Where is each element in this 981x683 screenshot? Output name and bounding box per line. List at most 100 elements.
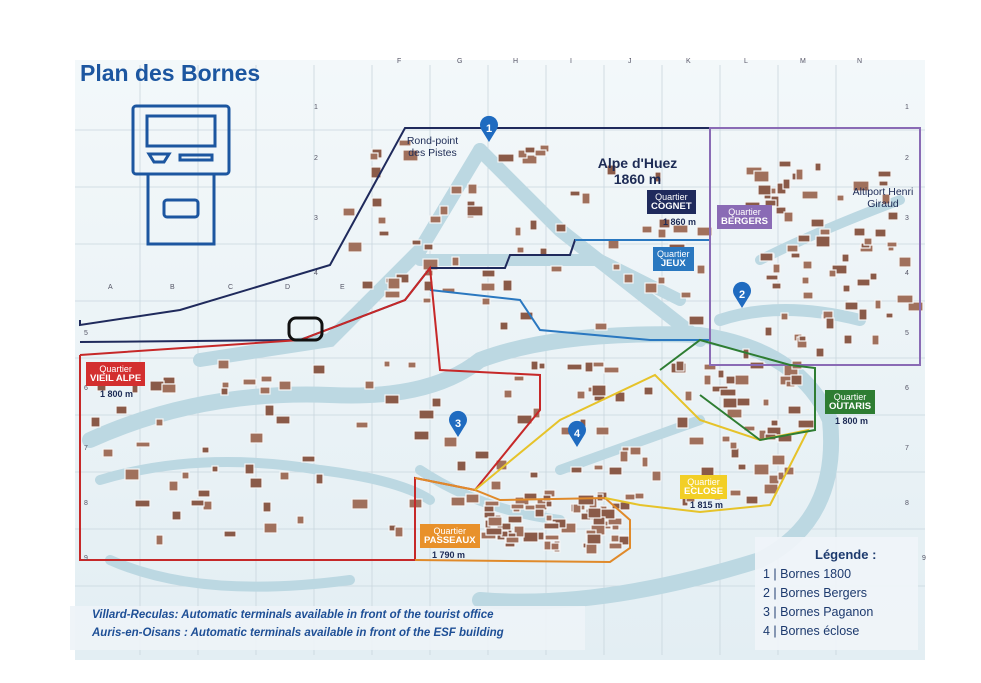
grid-row-label: 6 <box>905 385 909 392</box>
map-pin-4[interactable]: 4 <box>567 420 587 447</box>
building <box>722 397 738 409</box>
building <box>745 495 759 505</box>
building <box>782 178 791 190</box>
grid-row-label: 2 <box>314 155 318 162</box>
building <box>729 441 738 450</box>
building <box>641 456 649 468</box>
building <box>623 273 634 284</box>
place-alpe-huez-name: Alpe d'Huez <box>597 155 678 171</box>
map-pin-2[interactable]: 2 <box>732 281 752 308</box>
building <box>624 493 636 501</box>
map-pin-3[interactable]: 3 <box>448 410 468 437</box>
quartier-prefix: Quartier <box>433 526 467 536</box>
building <box>481 297 491 306</box>
building <box>775 206 787 215</box>
quartier-name: VIEIL ALPE <box>90 373 142 384</box>
building <box>217 359 230 370</box>
building <box>312 364 326 375</box>
building <box>275 415 291 425</box>
building <box>431 397 442 408</box>
building <box>801 276 810 285</box>
pin-number: 3 <box>455 418 461 430</box>
building <box>260 375 273 383</box>
map-pin-1[interactable]: 1 <box>479 115 499 142</box>
building <box>394 526 404 538</box>
building <box>115 405 128 415</box>
building <box>844 301 859 311</box>
building <box>161 383 177 394</box>
building <box>534 149 547 157</box>
quartier-prefix: Quartier <box>833 392 867 402</box>
grid-row-label: 3 <box>314 215 318 222</box>
building <box>162 376 176 385</box>
building <box>657 228 667 239</box>
building <box>422 297 432 304</box>
building <box>456 460 467 472</box>
building <box>721 435 731 443</box>
building <box>542 494 552 502</box>
highlight-marker <box>287 316 324 342</box>
building <box>369 152 379 161</box>
vieil-alpe-altitude: 1 800 m <box>100 389 134 399</box>
quartier-name: BERGERS <box>721 216 768 227</box>
grid-column-label: I <box>570 58 572 65</box>
grid-row-label: 1 <box>314 104 318 111</box>
building <box>907 301 924 312</box>
building <box>263 522 278 534</box>
building <box>503 389 513 399</box>
place-altiport: Altiport Henri Giraud <box>852 186 914 210</box>
building <box>201 446 210 454</box>
building <box>878 180 889 187</box>
grid-column-label: K <box>686 58 691 65</box>
building <box>450 185 463 195</box>
building <box>801 190 819 200</box>
building <box>543 522 560 530</box>
building <box>885 312 894 319</box>
building <box>135 441 151 448</box>
outaris-altitude: 1 800 m <box>835 416 869 426</box>
building <box>534 508 545 518</box>
building <box>886 241 898 248</box>
building <box>264 404 275 417</box>
quartier-prefix: Quartier <box>657 249 690 259</box>
building <box>863 237 873 246</box>
grid-column-label: J <box>628 58 632 65</box>
building <box>485 527 503 536</box>
building <box>680 291 692 299</box>
building <box>856 278 871 287</box>
building <box>519 311 534 321</box>
building <box>439 205 449 216</box>
building <box>134 499 151 508</box>
building <box>387 277 401 290</box>
building <box>586 533 602 545</box>
pin-number: 1 <box>486 123 492 135</box>
building <box>762 398 770 407</box>
building <box>719 388 737 397</box>
quartier-name: ECLOSE <box>684 486 724 497</box>
building <box>211 465 219 473</box>
building <box>181 471 190 480</box>
footer-note: Villard-Reculas: Automatic terminals ava… <box>70 606 585 650</box>
building <box>603 366 620 374</box>
building <box>786 244 799 253</box>
building <box>771 454 786 466</box>
building <box>611 524 620 531</box>
quartier-prefix: Quartier <box>655 192 688 202</box>
building <box>499 321 509 331</box>
building <box>790 374 803 386</box>
building <box>524 504 536 511</box>
grid-row-label: 5 <box>905 330 909 337</box>
boundary-outaris <box>659 338 816 442</box>
cognet-altitude: 1 860 m <box>663 217 697 227</box>
quartier-name: OUTARIS <box>829 401 872 412</box>
building <box>342 207 356 217</box>
grid-row-label: 2 <box>905 155 909 162</box>
building <box>259 386 271 395</box>
grid-row-label: 4 <box>905 270 909 277</box>
building <box>524 146 536 154</box>
building <box>654 171 662 183</box>
legend-item: 3 | Bornes Paganon <box>763 605 874 619</box>
